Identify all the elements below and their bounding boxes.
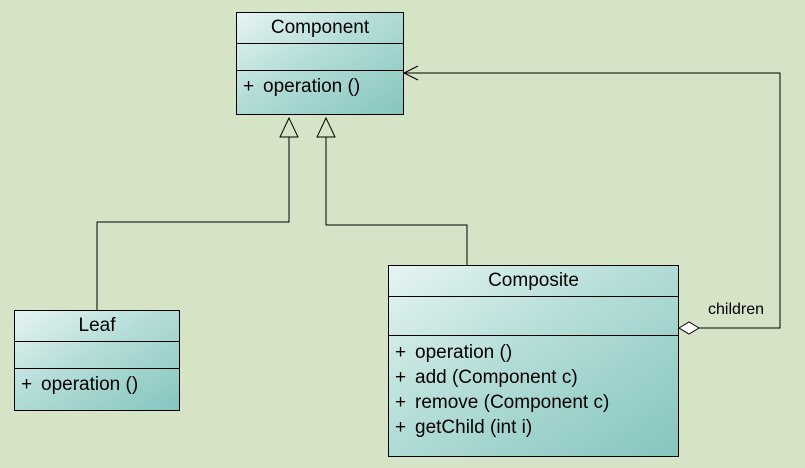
visibility-marker: + <box>395 392 407 413</box>
leaf-generalization <box>96 116 299 310</box>
composite-generalization-line <box>325 137 468 265</box>
component-class[interactable]: Component + operation () <box>236 12 404 115</box>
composite-operation: + operation () <box>395 340 672 365</box>
operation-signature: add (Component c) <box>415 367 578 388</box>
leaf-generalization-arrowhead <box>279 116 299 138</box>
composite-attributes-compartment <box>389 297 678 336</box>
visibility-marker: + <box>21 374 33 395</box>
leaf-class[interactable]: Leaf + operation () <box>14 310 180 411</box>
association-open-arrowhead <box>402 65 419 81</box>
operation-signature: operation () <box>263 76 361 97</box>
leaf-attributes-compartment <box>15 342 179 369</box>
composite-operation: + getChild (int i) <box>395 415 672 440</box>
visibility-marker: + <box>395 367 407 388</box>
component-attributes-compartment <box>237 44 403 71</box>
operation-signature: remove (Component c) <box>415 392 610 413</box>
operation-signature: operation () <box>41 374 139 395</box>
operation-signature: operation () <box>415 342 513 363</box>
composite-operations-compartment: + operation () + add (Component c) + remove… <box>389 336 678 443</box>
children-aggregation-line <box>404 72 781 329</box>
composite-generalization <box>316 116 468 265</box>
component-operations-compartment: + operation () <box>237 71 403 102</box>
children-aggregation <box>402 65 781 335</box>
visibility-marker: + <box>243 76 255 97</box>
visibility-marker: + <box>395 417 407 438</box>
leaf-operation: + operation () <box>21 372 173 397</box>
leaf-class-name: Leaf <box>15 311 179 342</box>
operation-signature: getChild (int i) <box>415 417 533 438</box>
component-class-name: Component <box>237 13 403 44</box>
composite-operation: + remove (Component c) <box>395 390 672 415</box>
leaf-generalization-line <box>96 137 290 310</box>
composite-generalization-arrowhead <box>316 116 336 138</box>
children-role-label: children <box>708 301 765 318</box>
leaf-operations-compartment: + operation () <box>15 369 179 400</box>
composite-operation: + add (Component c) <box>395 365 672 390</box>
visibility-marker: + <box>395 342 407 363</box>
component-operation: + operation () <box>243 74 397 99</box>
aggregation-diamond <box>678 321 700 335</box>
composite-class[interactable]: Composite + operation () + add (Component … <box>388 265 679 457</box>
composite-class-name: Composite <box>389 266 678 297</box>
